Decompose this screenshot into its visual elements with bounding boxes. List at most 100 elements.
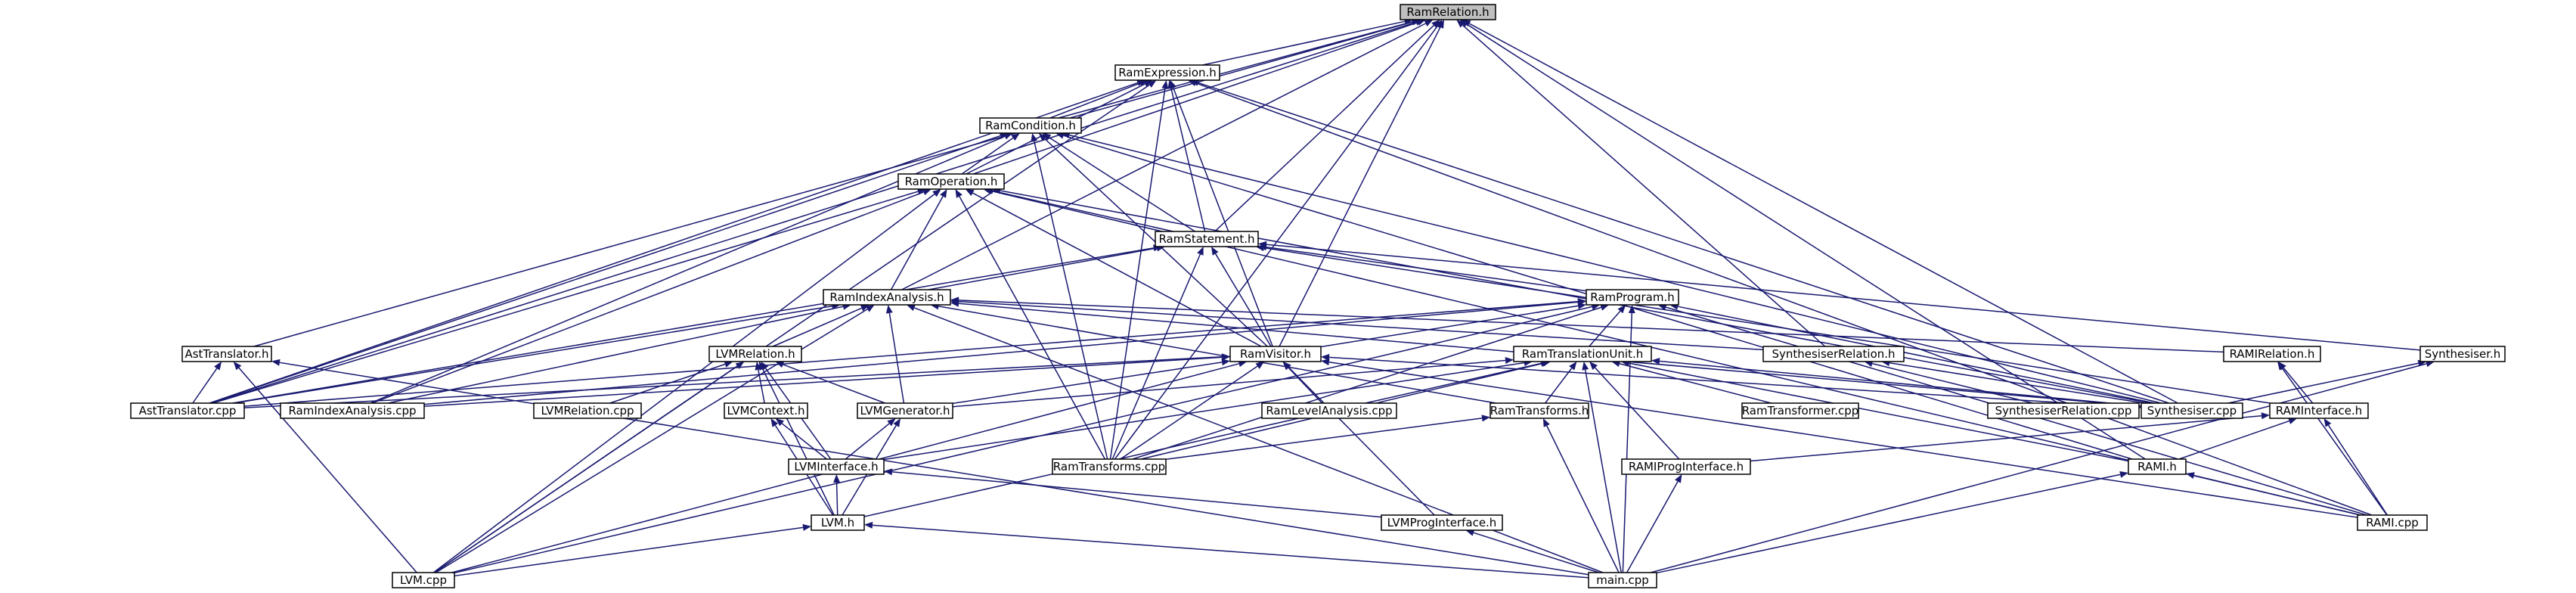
arrowhead-RamRelation_h xyxy=(1424,20,1434,26)
node-RamProgram_h[interactable]: RamProgram.h xyxy=(1586,289,1679,306)
edge-RAMI_h-to-RAMInterface_h xyxy=(2178,420,2289,460)
arrowhead-LVMRelation_h xyxy=(775,361,785,368)
node-main_cpp[interactable]: main.cpp xyxy=(1588,572,1657,588)
edge-RAMI_h-to-RamRelation_h xyxy=(1466,23,2146,460)
node-RamTransforms_h[interactable]: RamTransforms.h xyxy=(1489,402,1589,419)
node-AstTranslator_cpp[interactable]: AstTranslator.cpp xyxy=(130,402,245,419)
arrowhead-RamIndexAnalysis_h xyxy=(907,304,916,312)
node-RamTranslationUnit_h[interactable]: RamTranslationUnit.h xyxy=(1513,346,1652,362)
node-label: RamRelation.h xyxy=(1406,5,1489,19)
node-LVMProgInterface_h[interactable]: LVMProgInterface.h xyxy=(1381,514,1503,531)
node-LVMRelation_h[interactable]: LVMRelation.h xyxy=(708,346,802,362)
node-SynthesiserRelation_h[interactable]: SynthesiserRelation.h xyxy=(1762,346,1905,362)
edge-AstTranslator_cpp-to-RamStatement_h xyxy=(232,247,1154,404)
edge-main_cpp-to-LVM_h xyxy=(872,524,1589,579)
node-box xyxy=(979,117,1082,134)
edge-Synthesiser_cpp-to-SynthesiserRelation_h xyxy=(1889,362,2144,404)
node-RamCondition_h[interactable]: RamCondition.h xyxy=(979,117,1082,134)
edge-RAMI_cpp-to-RAMInterface_h xyxy=(2327,424,2388,516)
edge-AstTranslator_cpp-to-RamVisitor_h xyxy=(243,355,1223,408)
node-box xyxy=(897,173,1005,190)
edge-LVM_cpp-to-RamProgram_h xyxy=(454,306,1592,574)
node-box xyxy=(1052,458,1167,475)
edge-RamTransforms_cpp-to-RamRelation_h xyxy=(1114,26,1438,460)
node-LVM_cpp[interactable]: LVM.cpp xyxy=(392,572,455,588)
edge-LVMRelation_h-to-RamIndexAnalysis_h xyxy=(772,307,862,347)
arrowhead-RamTranslationUnit_h xyxy=(1589,362,1598,371)
node-LVMRelation_cpp[interactable]: LVMRelation.cpp xyxy=(533,402,642,419)
node-label: RamProgram.h xyxy=(1590,290,1674,304)
node-LVMContext_h[interactable]: LVMContext.h xyxy=(724,402,808,419)
edge-LVMProgInterface_h-to-RamVisitor_h xyxy=(1288,367,1435,516)
node-label: RAMI.h xyxy=(2137,460,2177,473)
node-box xyxy=(857,402,953,419)
edge-main_cpp-to-AstTranslator_h xyxy=(279,362,1589,576)
edge-AstTranslator_cpp-to-RamIndexAnalysis_h xyxy=(234,306,832,404)
edge-LVM_h-to-LVMInterface_h xyxy=(835,482,839,516)
arrowhead-RamCondition_h xyxy=(1011,133,1020,141)
edge-RamTransforms_cpp-to-RamOperation_h xyxy=(959,196,1106,460)
node-label: RAMIProgInterface.h xyxy=(1629,460,1744,473)
edge-Synthesiser_cpp-to-RamVisitor_h xyxy=(1328,356,2142,408)
edge-RamVisitor_h-to-RamOperation_h xyxy=(972,192,1262,347)
node-AstTranslator_h[interactable]: AstTranslator.h xyxy=(181,346,272,362)
edge-RAMIRelation_h-to-RamIndexAnalysis_h xyxy=(958,300,2224,353)
node-LVMInterface_h[interactable]: LVMInterface.h xyxy=(788,458,885,475)
node-box xyxy=(1155,231,1259,247)
arrowhead-RamTransforms_h xyxy=(1481,414,1490,422)
node-box xyxy=(1621,458,1751,475)
node-RamIndexAnalysis_cpp[interactable]: RamIndexAnalysis.cpp xyxy=(280,402,425,419)
node-LVMGenerator_h[interactable]: LVMGenerator.h xyxy=(857,402,953,419)
node-RamOperation_h[interactable]: RamOperation.h xyxy=(897,173,1005,190)
node-RAMIProgInterface_h[interactable]: RAMIProgInterface.h xyxy=(1621,458,1751,475)
edge-Synthesiser_cpp-to-RamOperation_h xyxy=(1000,190,2151,404)
node-box xyxy=(533,402,642,419)
node-LVM_h[interactable]: LVM.h xyxy=(811,514,865,531)
node-label: RAMInterface.h xyxy=(2276,404,2362,418)
node-RAMI_cpp[interactable]: RAMI.cpp xyxy=(2357,514,2428,531)
node-RamVisitor_h[interactable]: RamVisitor.h xyxy=(1229,346,1322,362)
edge-AstTranslator_cpp-to-RamOperation_h xyxy=(212,191,919,404)
node-RamIndexAnalysis_h[interactable]: RamIndexAnalysis.h xyxy=(823,289,951,306)
node-RamRelation_h[interactable]: RamRelation.h xyxy=(1400,4,1496,20)
arrowhead-RamOperation_h xyxy=(955,189,963,198)
arrowhead-RamProgram_h xyxy=(1657,303,1667,311)
arrowhead-LVMProgInterface_h xyxy=(1465,529,1475,536)
edge-RamTransforms_cpp-to-RamStatement_h xyxy=(1111,253,1201,460)
arrowhead-RamExpression_h xyxy=(1161,80,1169,89)
edge-AstTranslator_cpp-to-RamRelation_h xyxy=(211,21,1417,404)
node-RamStatement_h[interactable]: RamStatement.h xyxy=(1155,231,1259,247)
node-RamTransforms_cpp[interactable]: RamTransforms.cpp xyxy=(1052,458,1167,475)
node-box xyxy=(708,346,802,362)
arrowhead-AstTranslator_h xyxy=(271,359,281,366)
edge-Synthesiser_cpp-to-Synthesiser_h xyxy=(2227,362,2419,404)
arrowhead-RamIndexAnalysis_h xyxy=(885,305,893,314)
arrowhead-RamOperation_h xyxy=(940,189,947,198)
edge-RamProgram_h-to-RamStatement_h xyxy=(1266,247,1587,292)
edge-RAMInterface_h-to-RamStatement_h xyxy=(1263,247,2271,404)
node-label: RamTranslationUnit.h xyxy=(1522,347,1643,361)
node-RamExpression_h[interactable]: RamExpression.h xyxy=(1114,64,1220,81)
node-Synthesiser_h[interactable]: Synthesiser.h xyxy=(2419,346,2506,362)
node-RAMIRelation_h[interactable]: RAMIRelation.h xyxy=(2223,346,2321,362)
node-RamTransformer_cpp[interactable]: RamTransformer.cpp xyxy=(1741,402,1859,419)
node-Synthesiser_cpp[interactable]: Synthesiser.cpp xyxy=(2140,402,2243,419)
node-box xyxy=(181,346,272,362)
node-RAMInterface_h[interactable]: RAMInterface.h xyxy=(2269,402,2369,419)
arrowhead-RamCondition_h xyxy=(1056,132,1065,139)
node-label: RamIndexAnalysis.cpp xyxy=(288,404,416,418)
node-label: Synthesiser.h xyxy=(2425,347,2501,361)
edge-RamCondition_h-to-RamExpression_h xyxy=(1049,82,1141,119)
arrowhead-LVMGenerator_h xyxy=(893,418,901,427)
node-RAMI_h[interactable]: RAMI.h xyxy=(2128,458,2187,475)
node-label: Synthesiser.cpp xyxy=(2147,404,2237,418)
node-label: RamStatement.h xyxy=(1158,232,1254,246)
arrowhead-RAMIRelation_h xyxy=(2277,362,2286,371)
arrowhead-AstTranslator_h xyxy=(233,362,242,371)
node-box xyxy=(1586,289,1679,306)
node-RamLevelAnalysis_cpp[interactable]: RamLevelAnalysis.cpp xyxy=(1261,402,1397,419)
arrowhead-RamExpression_h xyxy=(1188,79,1198,87)
edge-RamStatement_h-to-RamRelation_h xyxy=(1214,24,1434,232)
node-SynthesiserRelation_cpp[interactable]: SynthesiserRelation.cpp xyxy=(1987,402,2140,419)
